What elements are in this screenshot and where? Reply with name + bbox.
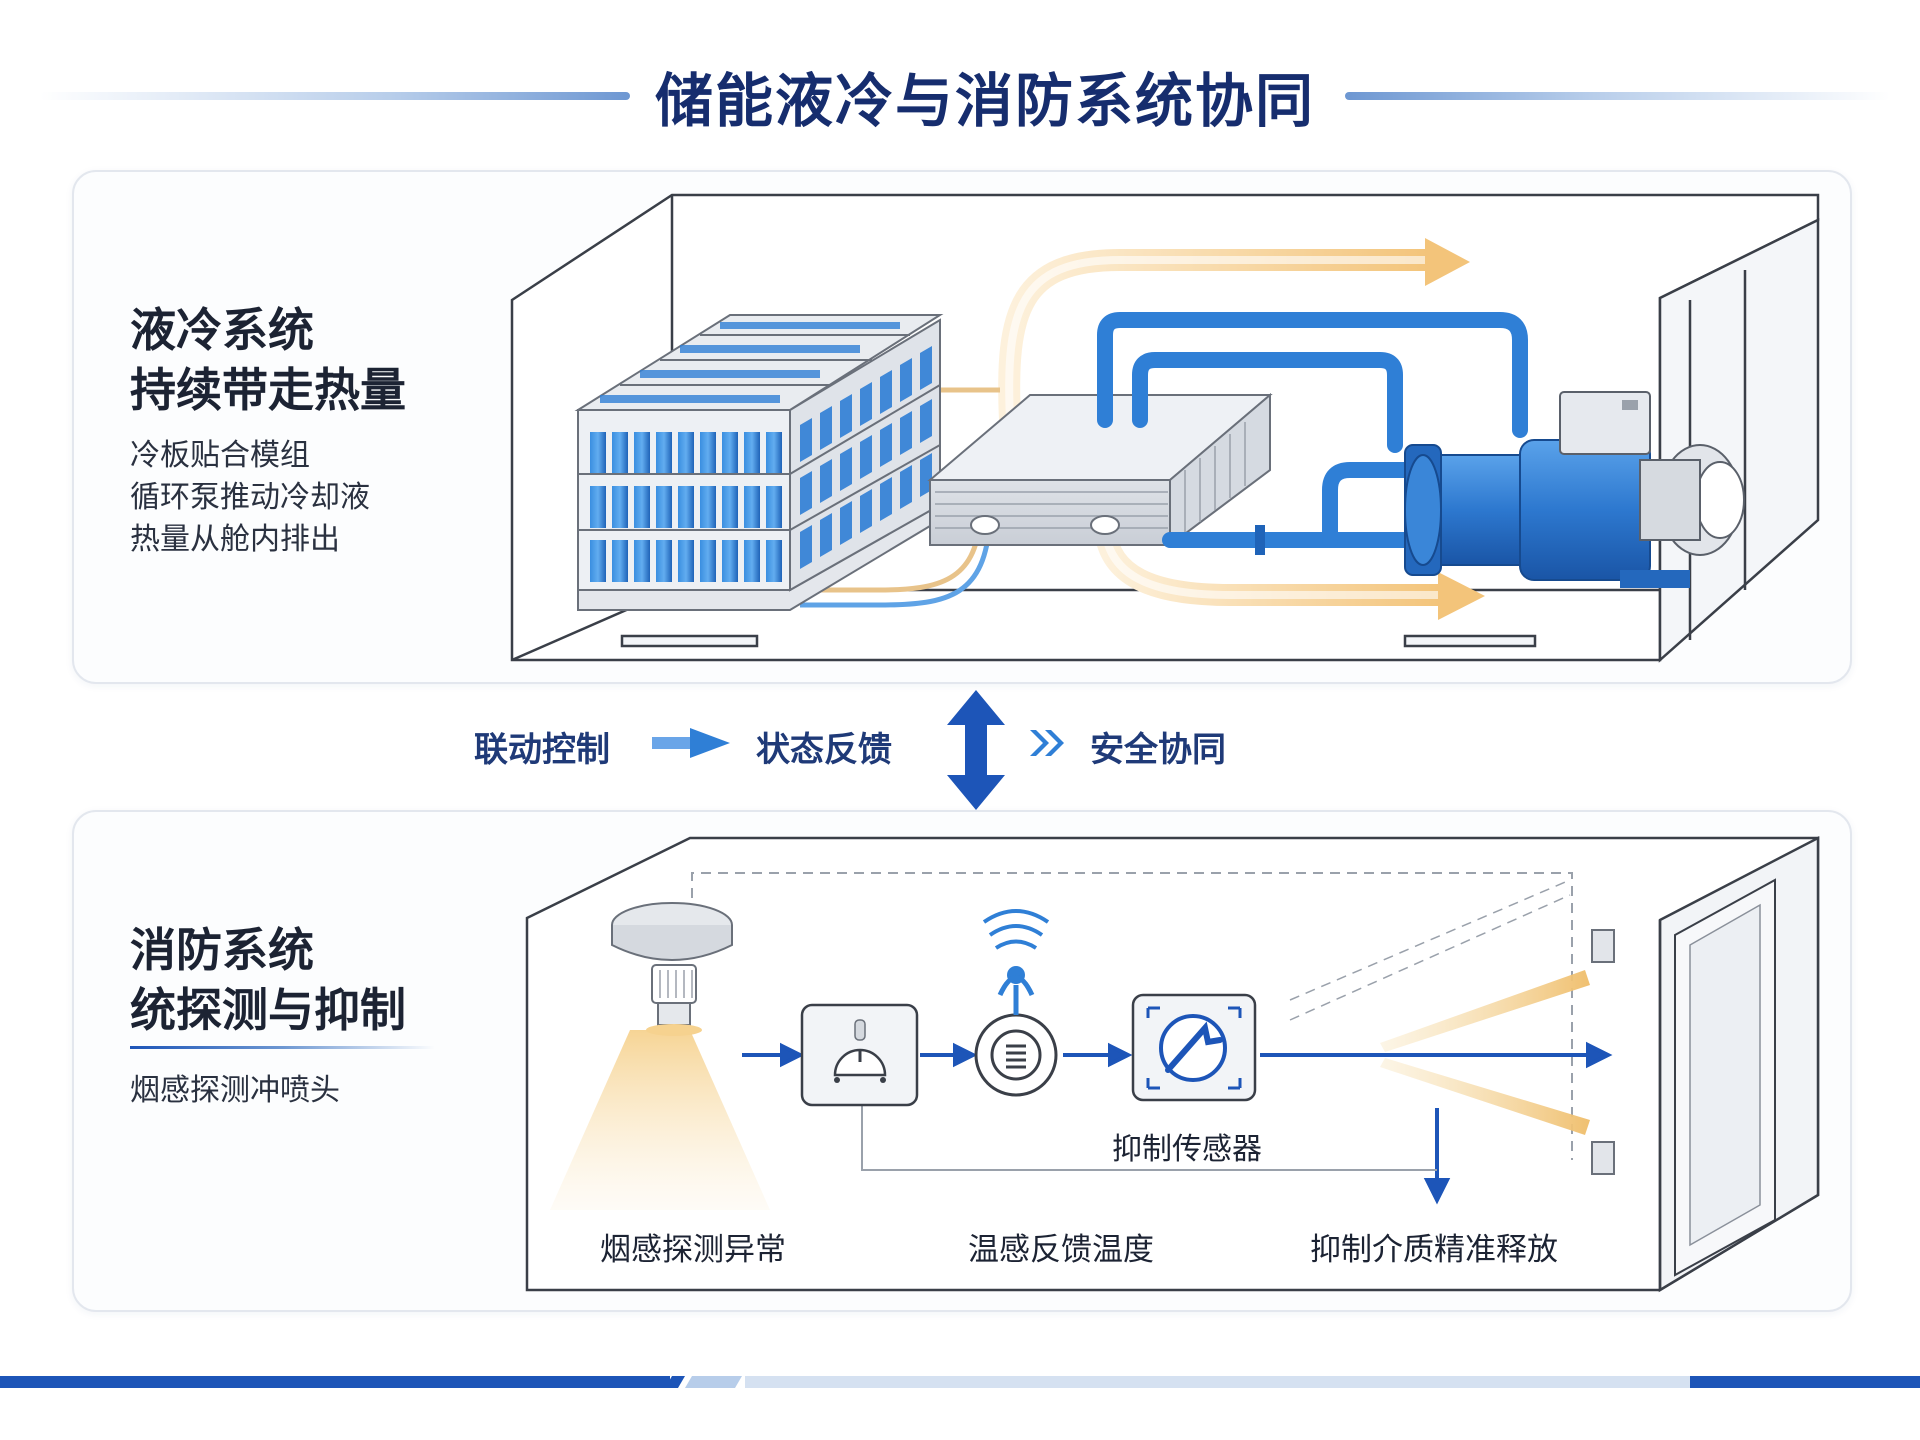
fire-heading-divider: [130, 1046, 435, 1049]
spray-nozzles: [1380, 929, 1615, 1175]
fire-heading-line1: 消防系统: [130, 923, 314, 977]
fire-desc: 烟感探测冲喷头: [130, 1073, 340, 1108]
heat-flow-arrow-upper: [998, 238, 1470, 431]
signal-path-dashed: [691, 872, 1573, 1160]
linkage-arrow: [652, 728, 730, 758]
flow-step-smoke: 烟感探测异常: [600, 1232, 786, 1268]
feedback-line: [861, 1106, 1437, 1171]
linkage-step-safety: 安全协同: [1090, 730, 1226, 770]
suppression-sensor-label: 抑制传感器: [1112, 1132, 1262, 1167]
cooling-desc-3: 热量从舱内排出: [130, 522, 340, 557]
title-bar: 储能液冷与消防系统协同: [0, 40, 1920, 150]
pipe-valve-icon: [1255, 525, 1265, 555]
flow-step-release: 抑制介质精准释放: [1310, 1232, 1558, 1268]
title-divider-right: [1345, 92, 1890, 100]
footer-bar: [0, 1376, 1920, 1388]
spray-guide-lines: [1289, 879, 1571, 1021]
temperature-sensor-icon: [974, 909, 1058, 1097]
fire-flow-arrows: [742, 1041, 1613, 1205]
bidirectional-arrow-icon: [947, 690, 1005, 810]
circulation-pump: [1404, 391, 1745, 588]
cooling-heading-line2: 持续带走热量: [130, 363, 406, 417]
double-chevron-icon: [1030, 730, 1064, 756]
linkage-step-feedback: 状态反馈: [756, 730, 892, 770]
suppression-sensor-icon: [1131, 993, 1257, 1102]
fire-heading-line2: 统探测与抑制: [130, 983, 406, 1037]
flow-step-temperature: 温感反馈温度: [968, 1232, 1154, 1268]
page-title: 储能液冷与消防系统协同: [654, 67, 1315, 135]
linkage-step-control: 联动控制: [474, 730, 610, 770]
control-panel-icon: [800, 1003, 919, 1107]
battery-rack: [574, 314, 944, 611]
cooling-desc-2: 循环泵推动冷却液: [130, 480, 370, 515]
cooling-heading-line1: 液冷系统: [130, 303, 314, 357]
heat-flow-arrow-lower: [1094, 519, 1485, 620]
cold-plate: [927, 392, 1273, 547]
cooling-desc-1: 冷板贴合模组: [130, 438, 310, 473]
title-divider-left: [40, 92, 630, 100]
smoke-detector-icon: [550, 902, 770, 1210]
